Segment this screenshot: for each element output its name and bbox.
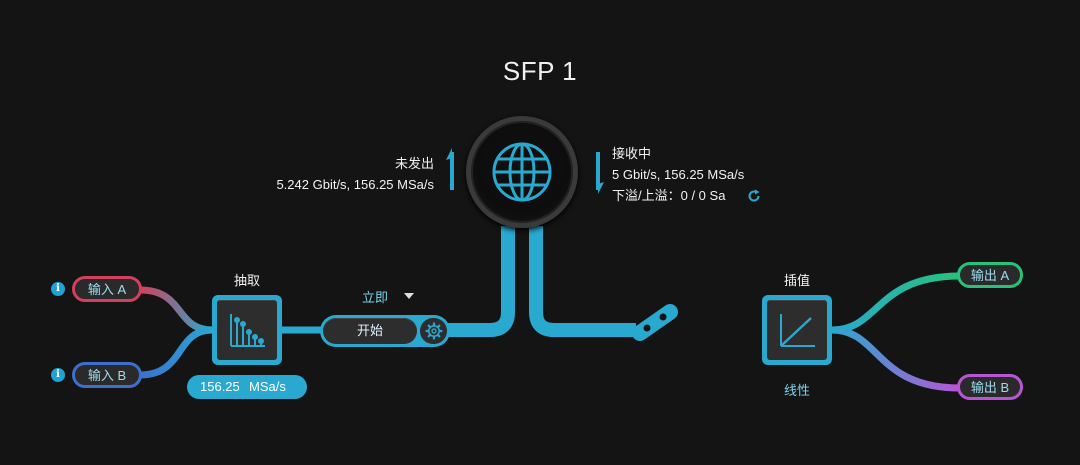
- sample-rate-value: 156.25: [200, 379, 240, 394]
- page-title: SFP 1: [502, 56, 578, 86]
- globe-icon: [492, 142, 552, 202]
- rx-status: 接收中: [612, 146, 652, 161]
- sample-rate-field[interactable]: 156.25 MSa/s: [187, 375, 307, 399]
- sfp-globe[interactable]: [466, 116, 578, 228]
- decimate-label: 抽取: [233, 273, 260, 288]
- start-button[interactable]: 开始: [323, 318, 417, 344]
- info-icon[interactable]: i: [51, 368, 65, 382]
- gear-icon: [425, 322, 443, 340]
- refresh-icon[interactable]: [747, 189, 761, 203]
- trigger-mode-value: 立即: [362, 290, 389, 305]
- tx-arrow-icon: [446, 148, 454, 190]
- sample-rate-unit: MSa/s: [249, 379, 286, 394]
- rx-overflow: 下溢/上溢：0 / 0 Sa: [612, 188, 726, 203]
- toggle-switch-icon[interactable]: [632, 304, 678, 341]
- wire-tx: [448, 226, 515, 337]
- trigger-mode-dropdown[interactable]: 立即: [362, 287, 422, 305]
- tx-rate: 5.242 Gbit/s, 156.25 MSa/s: [276, 177, 434, 192]
- interpolate-button[interactable]: [762, 295, 832, 365]
- output-b-button[interactable]: 输出 B: [957, 374, 1023, 400]
- wire-output-b: [828, 326, 964, 392]
- interpolate-label: 插值: [783, 273, 810, 288]
- wire-output-a: [828, 272, 964, 334]
- tx-info: 未发出 5.242 Gbit/s, 156.25 MSa/s: [230, 153, 434, 195]
- linear-graph-icon: [780, 314, 815, 347]
- input-a-button[interactable]: 输入 A: [72, 276, 142, 302]
- settings-button[interactable]: [420, 318, 447, 344]
- decimate-button[interactable]: [212, 295, 282, 365]
- wire-input-b: [136, 326, 216, 379]
- decimate-chart-icon: [230, 314, 265, 347]
- tx-status: 未发出: [394, 156, 434, 171]
- input-b-button[interactable]: 输入 B: [72, 362, 142, 388]
- info-icon[interactable]: i: [51, 282, 65, 296]
- output-a-button[interactable]: 输出 A: [957, 262, 1023, 288]
- rx-rate: 5 Gbit/s, 156.25 MSa/s: [612, 167, 745, 182]
- rx-overflow-row: 下溢/上溢：0 / 0 Sa: [612, 185, 802, 206]
- chevron-down-icon: [404, 293, 414, 299]
- wire-input-a: [136, 286, 216, 334]
- wire-rx: [529, 226, 636, 337]
- rx-arrow-icon: [596, 152, 604, 194]
- rx-info: 接收中 5 Gbit/s, 156.25 MSa/s 下溢/上溢：0 / 0 S…: [612, 143, 802, 206]
- start-control: 开始: [320, 315, 450, 347]
- interpolate-mode[interactable]: 线性: [783, 383, 810, 398]
